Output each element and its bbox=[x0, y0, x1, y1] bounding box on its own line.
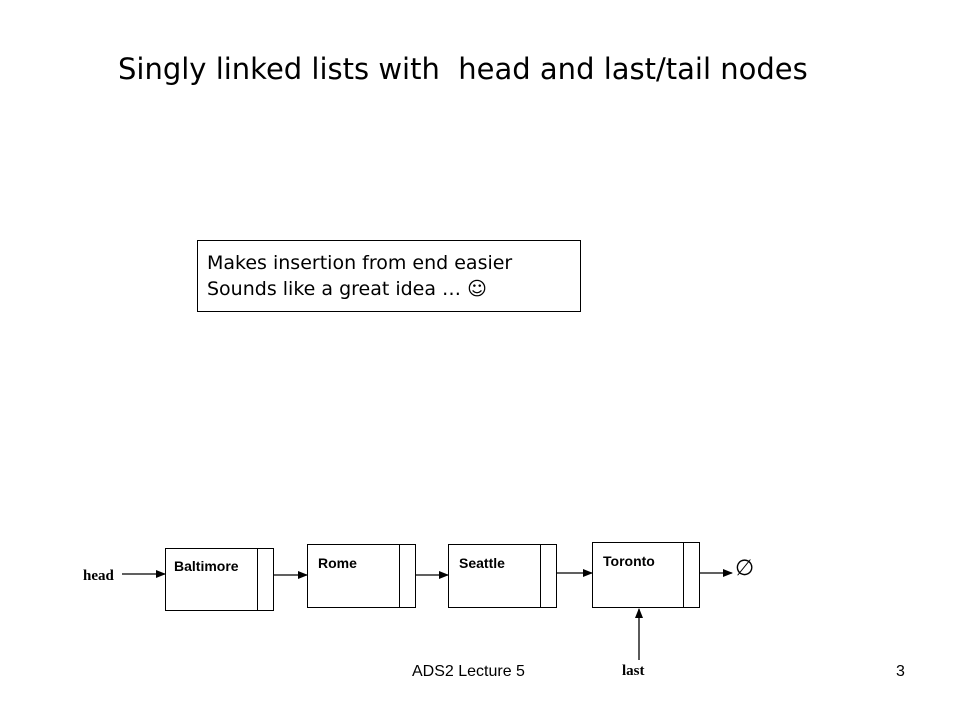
head-label: head bbox=[83, 568, 114, 584]
next-pointer-cell bbox=[257, 549, 273, 610]
node-label: Baltimore bbox=[174, 558, 239, 574]
callout-line-2: Sounds like a great idea … ☺ bbox=[207, 278, 487, 300]
next-pointer-cell bbox=[540, 545, 556, 607]
next-pointer-cell bbox=[683, 543, 699, 607]
node-toronto: Toronto bbox=[592, 542, 700, 608]
slide-title: Singly linked lists with head and last/t… bbox=[118, 52, 808, 86]
node-baltimore: Baltimore bbox=[165, 548, 274, 611]
footer-page-number: 3 bbox=[896, 663, 905, 680]
callout-box: Makes insertion from end easier Sounds l… bbox=[197, 240, 581, 312]
null-symbol: ∅ bbox=[735, 556, 755, 581]
node-rome: Rome bbox=[307, 544, 416, 608]
callout-line-1: Makes insertion from end easier bbox=[207, 252, 513, 274]
next-pointer-cell bbox=[399, 545, 415, 607]
node-label: Seattle bbox=[459, 555, 505, 571]
last-label: last bbox=[622, 663, 645, 679]
node-seattle: Seattle bbox=[448, 544, 557, 608]
node-label: Toronto bbox=[603, 553, 655, 569]
node-label: Rome bbox=[318, 555, 357, 571]
footer-lecture: ADS2 Lecture 5 bbox=[412, 663, 525, 680]
